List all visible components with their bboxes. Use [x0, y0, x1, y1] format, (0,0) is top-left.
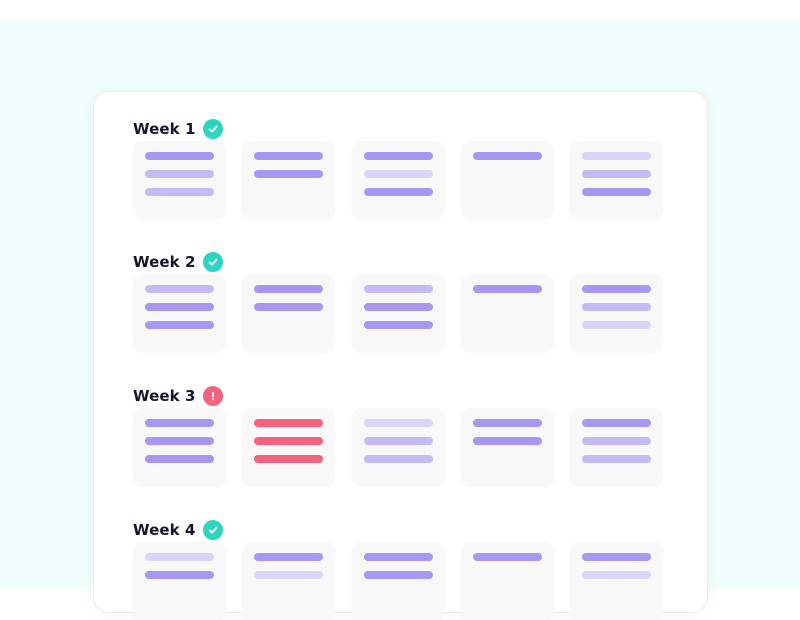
week-header: Week 4 — [133, 519, 223, 541]
week-header: Week 2 — [133, 251, 223, 273]
check-circle-icon — [202, 520, 223, 540]
day-card[interactable] — [461, 141, 554, 219]
task-bar — [145, 571, 214, 579]
day-card[interactable] — [352, 274, 445, 352]
task-bar — [582, 455, 651, 463]
day-card[interactable] — [352, 542, 445, 620]
task-bar — [582, 571, 651, 579]
task-bar — [582, 553, 651, 561]
day-card[interactable] — [461, 542, 554, 620]
task-bar — [582, 170, 651, 178]
day-card[interactable] — [242, 542, 335, 620]
task-bar — [473, 152, 542, 160]
day-card[interactable] — [461, 274, 554, 352]
day-card[interactable] — [133, 408, 226, 486]
day-card[interactable] — [570, 274, 663, 352]
week-cards-row — [133, 141, 664, 219]
week-cards-row — [133, 542, 664, 620]
day-card[interactable] — [133, 274, 226, 352]
day-card[interactable] — [570, 408, 663, 486]
task-bar — [254, 553, 323, 561]
task-bar — [364, 455, 433, 463]
task-bar — [364, 303, 433, 311]
task-bar — [582, 152, 651, 160]
day-card[interactable] — [461, 408, 554, 486]
day-card[interactable] — [570, 542, 663, 620]
week-title: Week 4 — [133, 521, 196, 539]
task-bar — [254, 419, 323, 427]
task-bar — [145, 170, 214, 178]
task-bar — [254, 285, 323, 293]
week-header: Week 1 — [133, 118, 223, 140]
day-card[interactable] — [242, 141, 335, 219]
task-bar — [145, 437, 214, 445]
task-bar — [254, 571, 323, 579]
week-title: Week 1 — [133, 120, 196, 138]
task-bar — [364, 285, 433, 293]
day-card[interactable] — [133, 141, 226, 219]
task-bar — [473, 285, 542, 293]
top-strip — [0, 0, 800, 18]
task-bar — [145, 303, 214, 311]
task-bar — [254, 152, 323, 160]
task-bar — [364, 152, 433, 160]
task-bar — [145, 419, 214, 427]
task-bar — [364, 321, 433, 329]
day-card[interactable] — [352, 408, 445, 486]
day-card[interactable] — [352, 141, 445, 219]
task-bar — [473, 553, 542, 561]
day-card[interactable] — [133, 542, 226, 620]
task-bar — [254, 170, 323, 178]
week-cards-row — [133, 274, 664, 352]
task-bar — [582, 419, 651, 427]
task-bar — [473, 437, 542, 445]
task-bar — [473, 419, 542, 427]
task-bar — [582, 321, 651, 329]
week-title: Week 2 — [133, 253, 196, 271]
task-bar — [364, 571, 433, 579]
task-bar — [145, 152, 214, 160]
week-header: Week 3 — [133, 385, 223, 407]
task-bar — [145, 553, 214, 561]
task-bar — [364, 188, 433, 196]
check-circle-icon — [202, 252, 223, 272]
task-bar — [364, 170, 433, 178]
task-bar — [582, 188, 651, 196]
task-bar — [582, 437, 651, 445]
day-card[interactable] — [242, 274, 335, 352]
task-bar — [254, 437, 323, 445]
check-circle-icon — [202, 119, 223, 139]
task-bar — [582, 303, 651, 311]
task-bar — [364, 437, 433, 445]
task-bar — [254, 455, 323, 463]
task-bar — [582, 285, 651, 293]
task-bar — [364, 553, 433, 561]
task-bar — [145, 321, 214, 329]
day-card[interactable] — [570, 141, 663, 219]
task-bar — [254, 303, 323, 311]
task-bar — [145, 455, 214, 463]
task-bar — [145, 188, 214, 196]
exclamation-circle-icon — [202, 386, 223, 406]
week-cards-row — [133, 408, 664, 486]
week-title: Week 3 — [133, 387, 196, 405]
task-bar — [364, 419, 433, 427]
task-bar — [145, 285, 214, 293]
day-card[interactable] — [242, 408, 335, 486]
